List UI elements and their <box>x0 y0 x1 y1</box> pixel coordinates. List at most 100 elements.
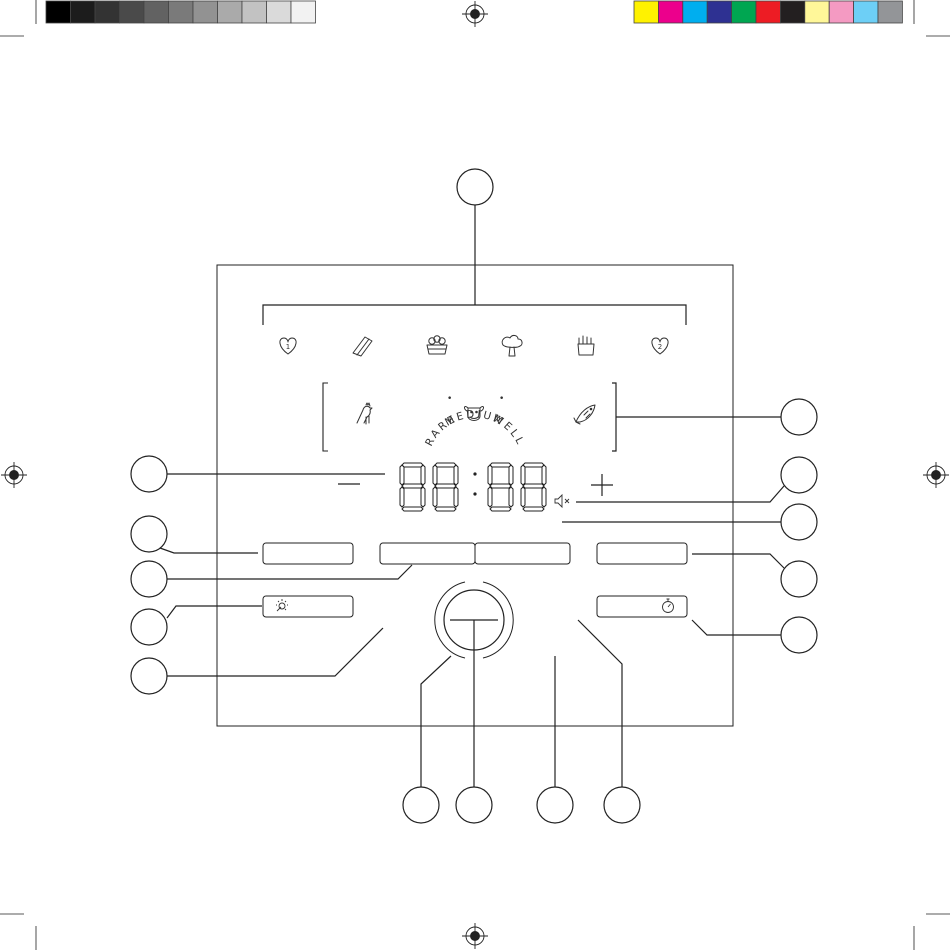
callout-bottom-2 <box>456 787 492 823</box>
display-segment <box>435 463 456 467</box>
color-swatch <box>756 1 780 23</box>
display-segment <box>400 465 404 485</box>
display-segment <box>454 487 458 507</box>
color-swatch <box>829 1 853 23</box>
display-segment <box>523 463 544 467</box>
gray-swatch <box>95 1 120 23</box>
gray-swatch <box>193 1 218 23</box>
display-segment <box>542 487 546 507</box>
callouts <box>131 169 817 823</box>
callout-left-2 <box>131 516 167 552</box>
light-button[interactable] <box>263 596 353 617</box>
chicken-icon <box>357 403 372 424</box>
gray-swatch <box>169 1 194 23</box>
protein-left-bracket <box>323 383 328 451</box>
doneness-dot-1: • <box>447 394 452 404</box>
color-swatch <box>780 1 804 23</box>
gray-swatch <box>144 1 169 23</box>
registration-gray-bar <box>46 1 316 23</box>
display-segment <box>509 465 513 485</box>
callout-left-1 <box>131 456 167 492</box>
heart-2-number: 2 <box>658 343 662 351</box>
registration-target-left <box>1 462 27 488</box>
callout-bottom-3 <box>537 787 573 823</box>
display-segment <box>523 507 544 511</box>
center-left-button[interactable] <box>380 543 475 564</box>
color-swatch <box>683 1 707 23</box>
gray-swatch <box>291 1 316 23</box>
bacon-icon <box>353 337 372 356</box>
color-swatch <box>732 1 756 23</box>
display-segment <box>509 487 513 507</box>
gray-swatch <box>267 1 292 23</box>
color-swatch <box>634 1 658 23</box>
display-segment <box>435 484 456 488</box>
registration-target-right <box>923 462 949 488</box>
callout-right-3 <box>781 504 817 540</box>
stopwatch-icon <box>663 599 674 613</box>
registration-target-bottom <box>462 923 488 949</box>
display-segment <box>400 487 404 507</box>
color-swatch <box>854 1 878 23</box>
registration-target-top <box>462 1 488 27</box>
display-segment <box>421 465 425 485</box>
callout-right-2 <box>781 457 817 493</box>
gray-swatch <box>242 1 267 23</box>
color-swatch <box>658 1 682 23</box>
display-segment <box>488 487 492 507</box>
well-label: WELL <box>490 412 526 448</box>
display-segment <box>454 465 458 485</box>
callout-right-5 <box>781 617 817 653</box>
vegetables-basket-icon <box>427 336 447 354</box>
callout-left-3 <box>131 561 167 597</box>
callout-right-4 <box>781 561 817 597</box>
registration-color-bar <box>634 1 902 23</box>
display-segment <box>488 465 492 485</box>
display-segment <box>433 465 437 485</box>
seven-segment-display <box>400 463 546 511</box>
gray-swatch <box>218 1 243 23</box>
display-segment <box>421 487 425 507</box>
display-digit <box>433 463 458 511</box>
left-upper-button[interactable] <box>263 543 353 564</box>
display-segment <box>523 484 544 488</box>
callout-bottom-4 <box>604 787 640 823</box>
doneness-dot-2: • <box>499 394 504 404</box>
display-segment <box>402 484 423 488</box>
color-swatch <box>707 1 731 23</box>
plus-icon[interactable] <box>591 474 613 496</box>
heart-1-number: 1 <box>286 343 290 351</box>
fries-icon <box>578 336 594 355</box>
center-right-button[interactable] <box>475 543 570 564</box>
fish-icon <box>574 405 595 424</box>
display-digit <box>400 463 425 511</box>
gray-swatch <box>120 1 145 23</box>
display-segment <box>490 463 511 467</box>
colon-dot-top <box>473 472 476 475</box>
callout-left-4 <box>131 609 167 645</box>
display-segment <box>435 507 456 511</box>
color-swatch <box>878 1 902 23</box>
display-segment <box>433 487 437 507</box>
broccoli-icon <box>502 335 522 356</box>
colon-dot-bottom <box>473 492 476 495</box>
color-swatch <box>805 1 829 23</box>
light-icon <box>276 599 288 611</box>
display-digit <box>488 463 513 511</box>
display-digit <box>521 463 546 511</box>
display-segment <box>521 465 525 485</box>
gray-swatch <box>46 1 71 23</box>
speaker-mute-icon[interactable] <box>555 495 569 507</box>
display-segment <box>402 463 423 467</box>
display-segment <box>490 507 511 511</box>
callout-left-5 <box>131 658 167 694</box>
callout-bottom-1 <box>403 787 439 823</box>
display-segment <box>542 465 546 485</box>
callout-top <box>457 169 493 205</box>
display-segment <box>490 484 511 488</box>
callout-right-1 <box>781 399 817 435</box>
display-segment <box>521 487 525 507</box>
gray-swatch <box>71 1 96 23</box>
right-upper-button[interactable] <box>597 543 687 564</box>
